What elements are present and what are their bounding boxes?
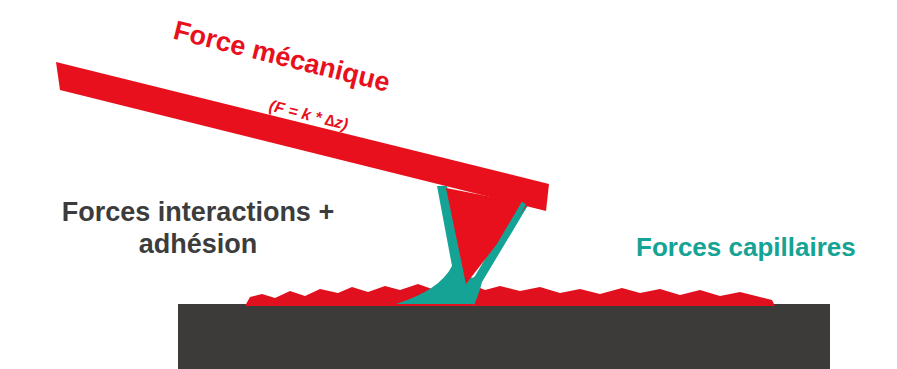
capillary-meniscus xyxy=(396,186,530,304)
cantilever xyxy=(56,62,549,211)
force-label: Forces capillaires xyxy=(636,232,856,263)
meniscus-edge xyxy=(472,203,524,304)
force-label: Forces interactions + adhésion xyxy=(60,196,336,261)
substrate xyxy=(178,304,830,369)
meniscus-edge xyxy=(420,186,458,300)
force-label: Force mécanique xyxy=(170,14,393,99)
sample-surface xyxy=(245,283,775,306)
